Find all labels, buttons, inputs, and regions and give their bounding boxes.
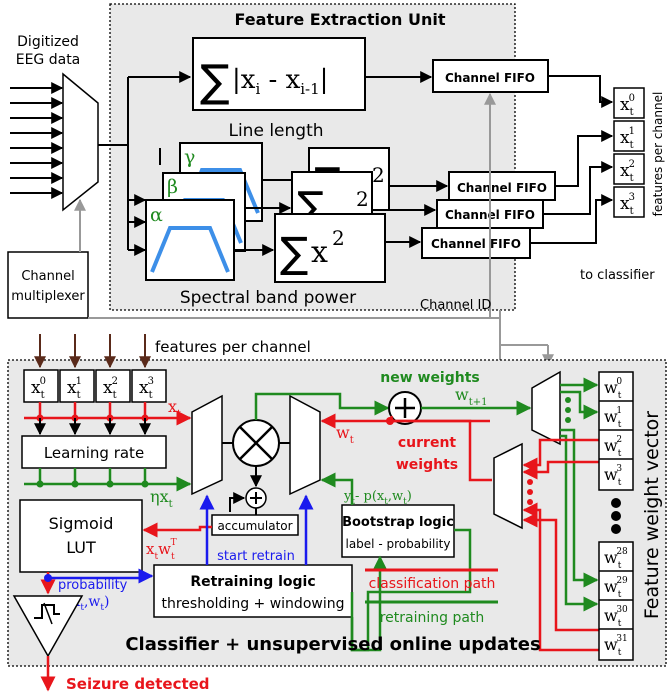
channel-multiplexer-line1: Channel [21,269,74,284]
current-weights-label-2: weights [396,457,458,473]
threshold-comparator [12,595,84,658]
channel-id-label: Channel ID [420,298,491,313]
svg-text:x: x [311,235,328,270]
features-per-channel-label: features per channel [155,338,311,356]
weight-vector-ellipsis [611,498,621,534]
input-multiplexer [62,72,99,212]
channel-multiplexer-line2: multiplexer [11,289,85,304]
classifier-panel-title: Classifier + unsupervised online updates [125,634,540,655]
svg-text:2: 2 [356,187,369,211]
probability-wire [48,568,154,584]
wt-label: wt [336,423,354,446]
bootstrap-logic-title: Bootstrap logic [342,515,454,530]
accumulator-feedback [229,492,246,512]
channel-fifo-gamma [448,171,556,201]
channel-fifo-alpha-label: Channel FIFO [431,237,521,251]
feature-input-arrows [34,334,151,369]
svg-text:xt0: xt0 [620,93,635,118]
line-length-block [192,37,366,111]
sigmoid-label-2: LUT [66,538,96,557]
svg-text:xt1: xt1 [620,126,635,151]
alpha-filter: α [145,199,235,281]
weight-write-demux [531,370,561,446]
eta-xt-label: ηxt [150,487,173,510]
weight-read-mux [493,442,523,530]
sigmoid-label-1: Sigmoid [49,514,114,533]
svg-text:wt2: wt2 [604,435,622,459]
channel-fifo-gamma-label: Channel FIFO [457,181,547,195]
start-retrain-label: start retrain [217,549,295,564]
retraining-logic-title: Retraining logic [190,574,315,590]
multiplier-to-adder [254,392,390,420]
channel-fifo-line-length-label: Channel FIFO [445,71,535,85]
to-learning-rate [34,418,151,436]
accumulator-label: accumulator [217,519,292,533]
gamma-label: γ [184,146,195,168]
classifier-feature-inputs: xt0 xt1 xt2 xt3 [23,369,167,403]
legend-retraining-label: retraining path [380,610,485,626]
features-per-channel-vertical: features per channel [651,92,665,217]
svg-text:xt3: xt3 [139,376,154,401]
svg-text:xt2: xt2 [103,376,118,401]
alpha-label: α [150,204,163,226]
bootstrap-logic-block [341,504,455,558]
start-retrain-wires [199,494,314,565]
mux-output-wires [98,71,192,256]
svg-text:wt1: wt1 [604,406,622,430]
svg-text:xt1: xt1 [67,376,82,401]
bootstrap-logic-sub: label - probability [345,537,450,551]
multiplier-left-mux [191,394,223,496]
weight-read-dots [527,479,533,505]
legend-classification-label: classification path [369,576,496,592]
current-weights-label-1: current [398,435,457,451]
line-length-label: Line length [228,121,323,141]
weight-vector-lower: wt28 wt29 wt30 wt31 [598,541,634,661]
input-label-line2: EEG data [16,52,81,68]
multiplier [232,419,280,467]
accumulator-adder [245,487,267,509]
power-to-fifo-wires [372,180,449,248]
line-length-formula: ∑ [200,56,230,107]
new-weights-label: new weights [380,370,480,386]
yt-minus-p-label: yt- p(xt,wt) [343,489,412,507]
eta-xt-dots [36,480,149,488]
learning-rate-block [21,435,167,469]
accumulator-block [211,514,299,536]
svg-text:2: 2 [372,163,385,187]
power-block-alpha: ∑ x 2 [274,213,386,283]
learning-rate-label: Learning rate [44,444,144,462]
feature-weight-vector-label: Feature weight vector [641,411,663,619]
input-label-line1: Digitized [17,34,79,50]
feature-extraction-title: Feature Extraction Unit [235,10,446,29]
weight-read-wires [522,438,600,652]
svg-text:xt0: xt0 [31,376,46,401]
svg-text:xt2: xt2 [620,159,635,184]
svg-text:∑: ∑ [280,228,308,277]
svg-text:wt0: wt0 [604,377,622,401]
retraining-logic-sub: thresholding + windowing [162,596,345,612]
weight-update-adder [388,391,422,425]
feature-output-stack: xt0 xt1 xt2 xt3 [613,87,645,218]
svg-text:xt3: xt3 [620,192,635,217]
beta-label: β [167,176,178,198]
line-length-formula-body: |xi - xi-1| [232,65,328,98]
eeg-input-arrows [10,82,64,199]
channel-multiplexer [7,251,89,319]
retraining-logic-block [153,564,353,618]
fifo-to-output-wires [530,75,614,244]
weight-vector-upper: wt0 wt1 wt2 wt3 [598,371,634,491]
multiplier-right-mux [289,394,321,496]
spectral-band-power-label: Spectral band power [180,288,356,308]
probability-label: probability [58,578,128,593]
seizure-detected-label: Seizure detected [66,675,210,693]
weight-write-dots [565,397,571,423]
svg-text:2: 2 [332,226,345,250]
weight-write-wires [560,377,599,612]
current-weights-source [392,419,492,482]
svg-text:wt3: wt3 [604,464,622,488]
to-classifier-label: to classifier [580,268,655,283]
sigmoid-lut [19,499,143,573]
